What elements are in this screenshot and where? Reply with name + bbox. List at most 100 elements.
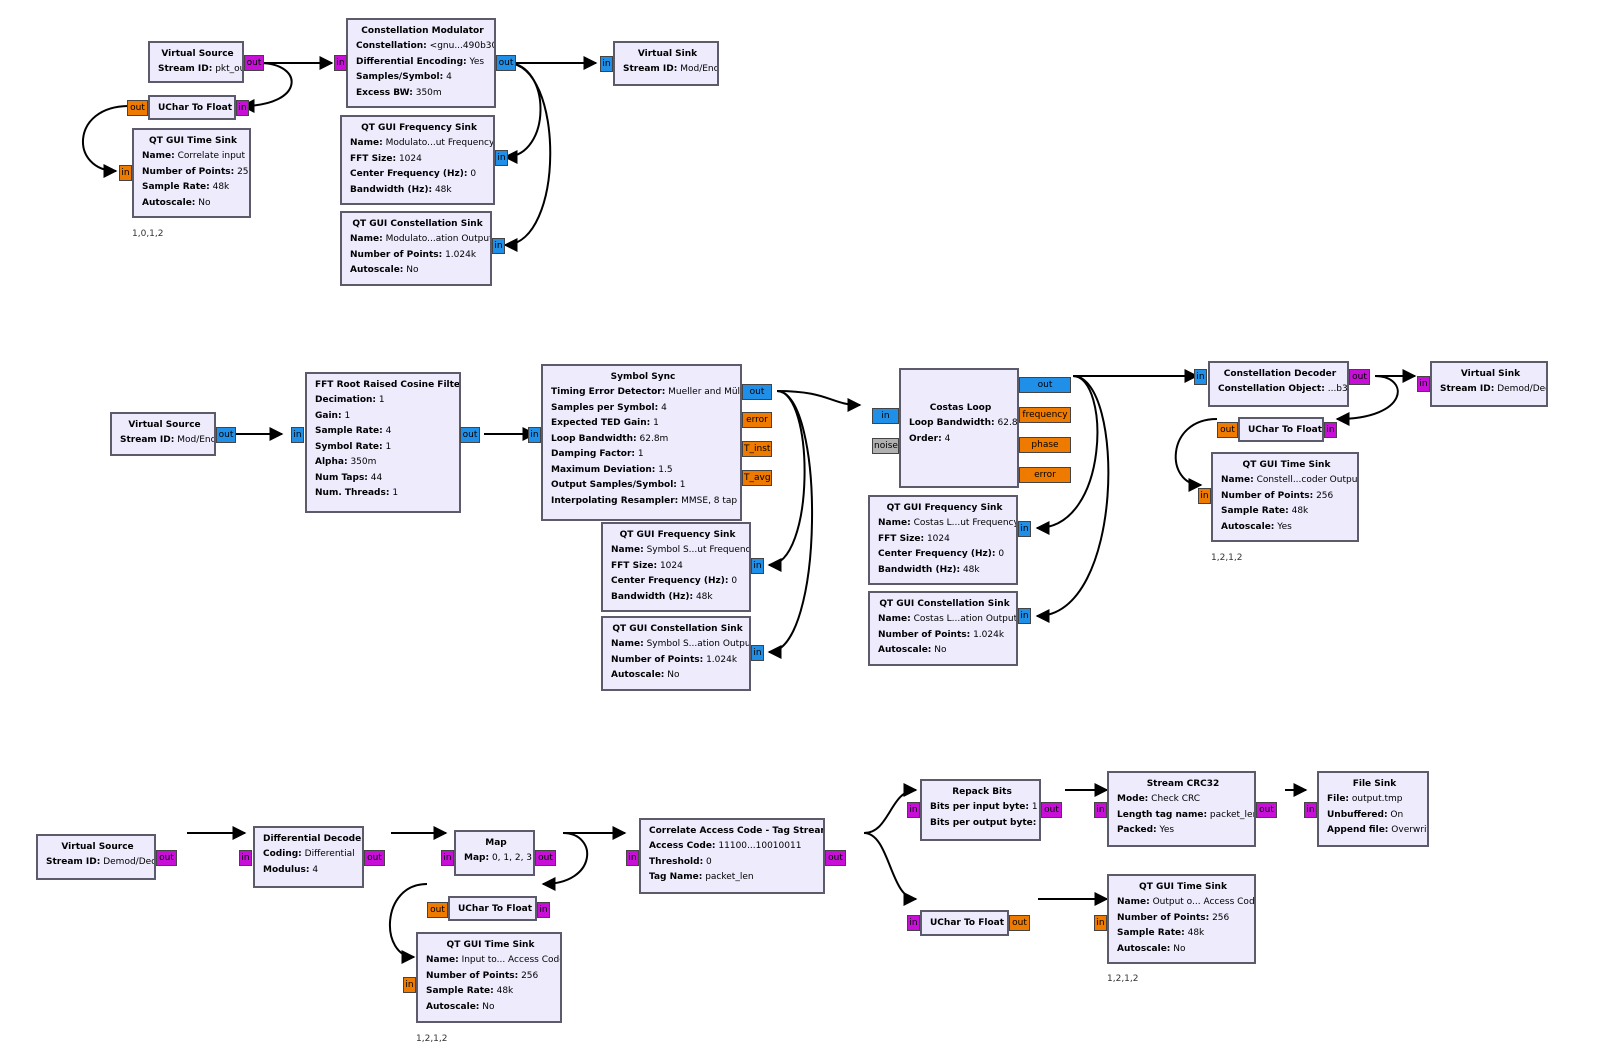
block-title: UChar To Float: [458, 904, 533, 914]
port-out[interactable]: out: [127, 100, 148, 116]
port-in[interactable]: in: [1018, 608, 1031, 624]
port-in[interactable]: in: [236, 100, 249, 116]
port-phase[interactable]: phase: [1019, 437, 1071, 453]
port-out[interactable]: out: [1009, 915, 1030, 931]
port-in[interactable]: in: [1094, 915, 1107, 931]
qt-gui-time-sink-block[interactable]: QT GUI Time Sink Name: Constell...coder …: [1211, 452, 1359, 542]
param-key: Autoscale:: [611, 670, 665, 680]
stream-crc32-block[interactable]: Stream CRC32 Mode: Check CRC Length tag …: [1107, 771, 1256, 847]
port-in[interactable]: in: [441, 850, 454, 866]
port-out[interactable]: out: [1256, 802, 1277, 818]
param-key: Stream ID:: [623, 64, 678, 74]
fft-root-raised-cosine-filter-block[interactable]: FFT Root Raised Cosine Filter Decimation…: [305, 372, 461, 513]
port-out[interactable]: out: [427, 902, 448, 918]
grid-position-label: 1,0,1,2: [132, 229, 164, 239]
qt-gui-frequency-sink-block[interactable]: QT GUI Frequency Sink Name: Modulato...u…: [340, 115, 495, 205]
correlate-access-code-block[interactable]: Correlate Access Code - Tag Stream Acces…: [639, 818, 825, 894]
symbol-sync-block[interactable]: Symbol Sync Timing Error Detector: Muell…: [541, 364, 742, 521]
port-in[interactable]: in: [239, 850, 252, 866]
param-value: 0: [706, 856, 712, 867]
qt-gui-time-sink-block[interactable]: QT GUI Time Sink Name: Correlate input N…: [132, 128, 251, 218]
port-out[interactable]: out: [244, 55, 264, 71]
block-title: UChar To Float: [1248, 425, 1323, 435]
file-sink-block[interactable]: File Sink File: output.tmp Unbuffered: O…: [1317, 771, 1429, 847]
param-key: Number of Points:: [1221, 490, 1314, 501]
param-value: 0: [731, 576, 738, 586]
qt-gui-constellation-sink-block[interactable]: QT GUI Constellation Sink Name: Costas L…: [868, 591, 1018, 666]
uchar-to-float-block[interactable]: UChar To Float: [920, 910, 1009, 936]
port-in[interactable]: in: [1417, 376, 1430, 392]
virtual-source-block[interactable]: Virtual Source Stream ID: pkt_out: [148, 41, 244, 83]
virtual-source-block[interactable]: Virtual Source Stream ID: Demod/Dec: [36, 834, 156, 880]
constellation-decoder-block[interactable]: Constellation Decoder Constellation Obje…: [1208, 361, 1349, 407]
port-in[interactable]: in: [907, 802, 920, 818]
qt-gui-constellation-sink-block[interactable]: QT GUI Constellation Sink Name: Symbol S…: [601, 616, 751, 691]
port-error[interactable]: error: [1019, 467, 1071, 483]
virtual-sink-block[interactable]: Virtual Sink Stream ID: Demod/Dec: [1430, 361, 1548, 407]
port-out[interactable]: out: [535, 850, 556, 866]
port-in[interactable]: in: [119, 165, 132, 181]
param-key: Damping Factor:: [551, 449, 635, 459]
param-key: Bandwidth (Hz):: [878, 564, 961, 575]
constellation-modulator-block[interactable]: Constellation Modulator Constellation: <…: [346, 18, 496, 108]
port-out[interactable]: out: [742, 384, 772, 400]
uchar-to-float-block[interactable]: UChar To Float: [448, 896, 537, 921]
port-t-avg[interactable]: T_avg: [742, 470, 772, 486]
port-in[interactable]: in: [600, 56, 613, 72]
param-value: 48k: [212, 182, 230, 192]
port-t-inst[interactable]: T_inst: [742, 441, 772, 457]
port-noise[interactable]: noise: [872, 438, 899, 454]
qt-gui-frequency-sink-block[interactable]: QT GUI Frequency Sink Name: Symbol S...u…: [601, 522, 751, 612]
repack-bits-block[interactable]: Repack Bits Bits per input byte: 1 Bits …: [920, 779, 1041, 841]
block-title: Map: [485, 838, 507, 848]
port-out[interactable]: out: [1019, 377, 1071, 393]
port-in[interactable]: in: [1194, 369, 1207, 385]
port-out[interactable]: out: [1217, 422, 1238, 438]
port-in[interactable]: in: [492, 238, 505, 254]
param-value: Modulato...ut Frequency: [385, 138, 495, 148]
port-out[interactable]: out: [1349, 369, 1370, 385]
uchar-to-float-block[interactable]: UChar To Float: [1238, 417, 1324, 442]
port-in[interactable]: in: [403, 977, 416, 993]
qt-gui-time-sink-block[interactable]: QT GUI Time Sink Name: Output o... Acces…: [1107, 874, 1256, 964]
port-in[interactable]: in: [528, 427, 541, 443]
port-in[interactable]: in: [537, 902, 550, 918]
port-out[interactable]: out: [216, 427, 236, 443]
port-out[interactable]: out: [1041, 802, 1062, 818]
block-title: QT GUI Time Sink: [446, 940, 535, 950]
port-in[interactable]: in: [751, 558, 764, 574]
virtual-sink-block[interactable]: Virtual Sink Stream ID: Mod/Enc: [613, 41, 719, 86]
qt-gui-time-sink-block[interactable]: QT GUI Time Sink Name: Input to... Acces…: [416, 932, 562, 1023]
port-in[interactable]: in: [1324, 422, 1337, 438]
qt-gui-constellation-sink-block[interactable]: QT GUI Constellation Sink Name: Modulato…: [340, 211, 492, 286]
port-in[interactable]: in: [1094, 802, 1107, 818]
qt-gui-frequency-sink-block[interactable]: QT GUI Frequency Sink Name: Costas L...u…: [868, 495, 1018, 585]
port-out[interactable]: out: [825, 850, 846, 866]
port-in[interactable]: in: [626, 850, 639, 866]
port-out[interactable]: out: [460, 427, 480, 443]
port-out[interactable]: out: [496, 55, 516, 71]
port-in[interactable]: in: [1304, 802, 1317, 818]
port-error[interactable]: error: [742, 412, 772, 428]
port-in[interactable]: in: [751, 645, 764, 661]
port-out[interactable]: out: [156, 850, 177, 866]
map-block[interactable]: Map Map: 0, 1, 2, 3: [454, 830, 535, 876]
wire: [1035, 375, 1099, 535]
port-in[interactable]: in: [872, 408, 899, 424]
param-key: Name:: [426, 955, 459, 965]
port-in[interactable]: in: [1198, 488, 1211, 504]
uchar-to-float-block[interactable]: UChar To Float: [148, 95, 236, 120]
differential-decoder-block[interactable]: Differential Decoder Coding: Differentia…: [253, 826, 364, 888]
port-in[interactable]: in: [334, 55, 347, 71]
costas-loop-block[interactable]: Costas Loop Loop Bandwidth: 62.8m Order:…: [899, 368, 1019, 488]
port-in[interactable]: in: [1018, 521, 1031, 537]
param-key: Autoscale:: [142, 197, 196, 208]
port-in[interactable]: in: [907, 915, 920, 931]
port-in[interactable]: in: [291, 427, 304, 443]
param-value: No: [1173, 943, 1186, 954]
port-in[interactable]: in: [495, 150, 508, 166]
port-frequency[interactable]: frequency: [1019, 407, 1071, 423]
virtual-source-block[interactable]: Virtual Source Stream ID: Mod/Enc: [110, 412, 216, 456]
param-key: File:: [1327, 794, 1350, 804]
port-out[interactable]: out: [364, 850, 385, 866]
